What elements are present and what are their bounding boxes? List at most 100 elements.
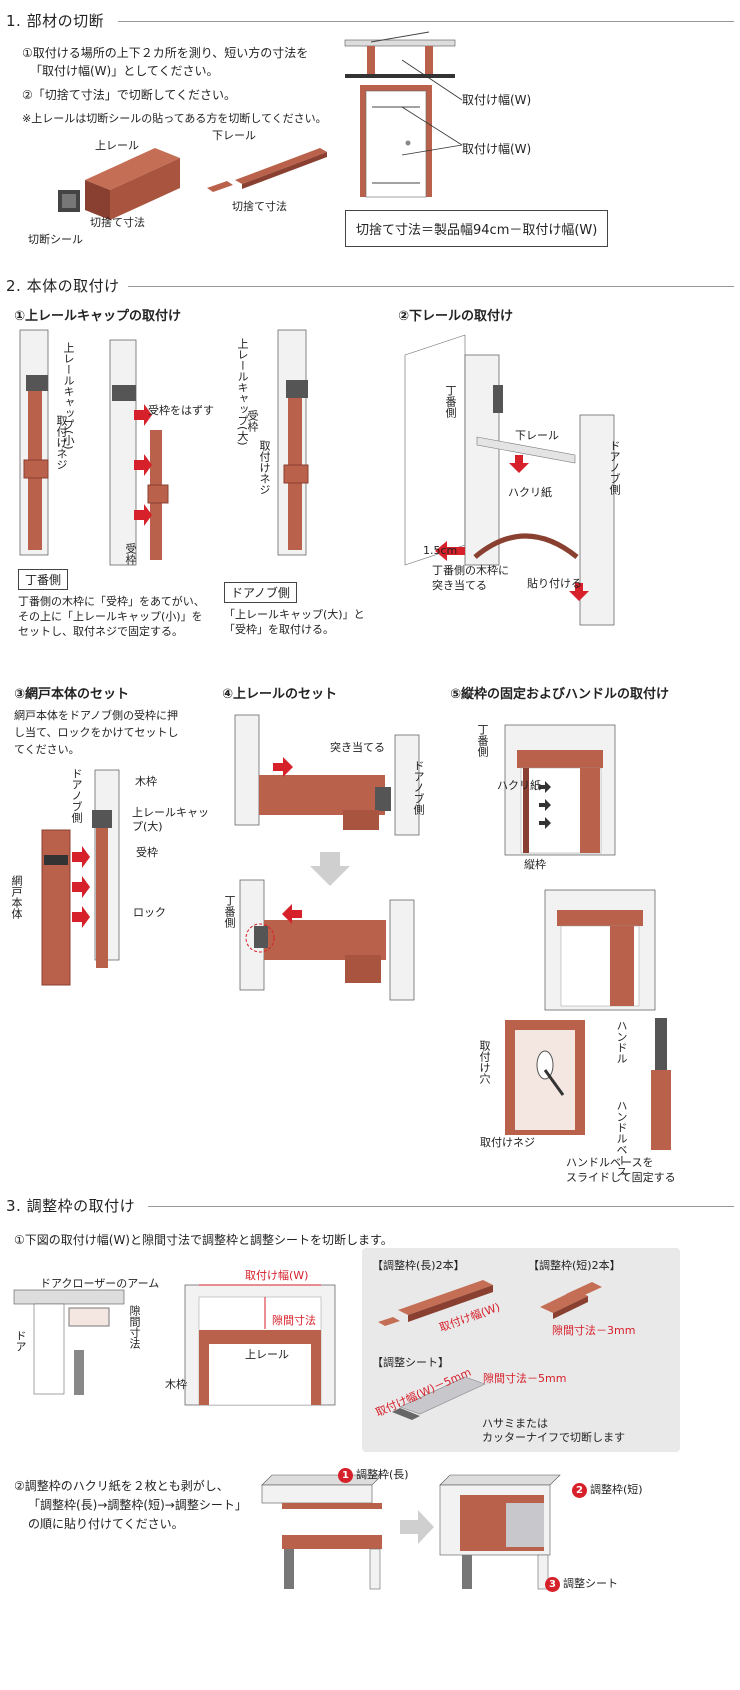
- knob-side-frame-illustration: [277, 329, 309, 556]
- knob-side-label: ドアノブ側: [224, 582, 297, 603]
- label-door: ドア: [14, 1330, 27, 1352]
- label-receiver: 受枠: [124, 543, 137, 565]
- section-divider: [118, 21, 734, 22]
- hinge-side-text-2: その上に「上レールキャップ(小)」を: [18, 610, 203, 623]
- label-s3-receiver: 受枠: [136, 846, 158, 859]
- step-arrow-right: [400, 1510, 434, 1544]
- label-screw: 取付けネジ: [55, 415, 68, 470]
- section-divider: [148, 1206, 734, 1207]
- sec1-step1-line2: 「取付け幅(W)」としてください。: [30, 64, 219, 78]
- upper-rail-set-illustration-1: [234, 714, 420, 836]
- label-cut-dim-b: 切捨て寸法: [232, 200, 287, 213]
- label-s5-note-2: スライドして固定する: [566, 1171, 676, 1184]
- adjust-sheet-illustration: [392, 1376, 486, 1420]
- label-s4-butt: 突き当てる: [330, 741, 385, 754]
- label-gap: 隙間寸法: [128, 1305, 141, 1349]
- sheet-title: 【調整シート】: [372, 1356, 449, 1369]
- sec2-step5-title: ⑤縦枠の固定およびハンドルの取付け: [450, 687, 670, 702]
- section3-title: 3. 調整枠の取付け: [6, 1197, 136, 1215]
- label-s2-lower-rail: 下レール: [515, 429, 559, 442]
- label-s2-peel: ハクリ紙: [508, 486, 552, 499]
- label-s3-wood: 木枠: [135, 775, 157, 788]
- label-cut-dim-a: 切捨て寸法: [90, 216, 145, 229]
- label-wood-frame: 木枠: [165, 1378, 187, 1391]
- scissors-note-1: ハサミまたは: [482, 1417, 548, 1430]
- hinge-side-text-1: 丁番側の木枠に「受枠」をあてがい、: [18, 595, 205, 608]
- remove-receiver-illustration: [109, 339, 169, 566]
- sec3-step2-line2: 「調整枠(長)→調整枠(短)→調整シート」: [28, 1498, 247, 1512]
- sec1-step1-line1: ①取付ける場所の上下２カ所を測り、短い方の寸法を: [22, 46, 309, 60]
- label-s3-knob: ドアノブ側: [70, 768, 83, 823]
- label-width-top: 取付け幅(W): [462, 93, 532, 107]
- frame-gap-illustration: [184, 1284, 336, 1406]
- section-divider: [128, 286, 734, 287]
- scissors-note-2: カッターナイフで切断します: [482, 1431, 625, 1444]
- short-frame-dim: 隙間寸法－3mm: [552, 1324, 636, 1337]
- label-width: 取付け幅(W): [245, 1269, 309, 1282]
- label-s5-tate: 縦枠: [524, 858, 546, 871]
- label-s3-lock: ロック: [133, 906, 166, 919]
- width-leader-lines: [401, 59, 463, 156]
- label-s3-body: 網戸本体: [10, 875, 23, 919]
- label-s4-hinge: 丁番側: [223, 895, 236, 928]
- lower-rail-install-illustration: [404, 334, 615, 626]
- door-frame-top-illustration: [344, 31, 456, 78]
- vertical-frame-illustration: [504, 724, 616, 856]
- long-frame-title: 【調整枠(長)2本】: [372, 1259, 465, 1272]
- label-cut-seal: 切断シール: [28, 233, 83, 246]
- label-upper-rail-s3: 上レール: [245, 1348, 289, 1361]
- section1-title: 1. 部材の切断: [6, 12, 105, 30]
- label-s5-note-1: ハンドルベースを: [566, 1156, 654, 1169]
- sec2-step1-title: ①上レールキャップの取付け: [14, 309, 182, 324]
- handle-install-illustration: [505, 889, 671, 1150]
- adjust-frame-after-illustration: [439, 1474, 561, 1590]
- section2-title: 2. 本体の取付け: [6, 277, 120, 295]
- label-width-mid: 取付け幅(W): [462, 142, 532, 156]
- door-closer-illustration: [13, 1289, 125, 1395]
- lower-rail-illustration: [207, 148, 327, 192]
- sec2-step3-title: ③網戸本体のセット: [14, 687, 130, 702]
- label-gap-2: 隙間寸法: [272, 1314, 316, 1327]
- label-s3-cap: 上レールキャップ(大): [132, 806, 209, 833]
- adjust-frame-before-illustration: [261, 1474, 383, 1590]
- label-s4-knob: ドアノブ側: [412, 760, 425, 815]
- sec3-step1: ①下図の取付け幅(W)と隙間寸法で調整枠と調整シートを切断します。: [14, 1233, 393, 1247]
- cut-formula: 切捨て寸法＝製品幅94cm－取付け幅(W): [345, 210, 609, 247]
- step4-down-arrow: [310, 852, 350, 886]
- short-frame-illustration: [540, 1282, 602, 1319]
- label-s5-screw: 取付けネジ: [480, 1136, 535, 1149]
- label-lower-rail: 下レール: [212, 129, 256, 142]
- sec3-step2-line1: ②調整枠のハクリ紙を２枚とも剥がし、: [14, 1479, 229, 1493]
- label-cap-large: 上レールキャップ(大): [236, 338, 249, 446]
- label-upper-rail: 上レール: [95, 139, 139, 152]
- label-s2-hinge: 丁番側: [444, 385, 457, 418]
- label-screw-2: 取付けネジ: [258, 440, 271, 495]
- label-s5-handle: ハンドル: [615, 1020, 628, 1064]
- hinge-side-frame-illustration: [19, 329, 49, 556]
- s3-text-3: てください。: [14, 743, 80, 756]
- label-cap-small: 上レールキャップ(小): [62, 342, 75, 450]
- screen-set-illustration: [41, 769, 120, 986]
- hinge-side-label: 丁番側: [18, 569, 69, 590]
- sec1-step2: ②「切捨て寸法」で切断してください。: [22, 88, 237, 102]
- sheet-gap-dim: 隙間寸法－5mm: [483, 1372, 567, 1385]
- door-illustration: [360, 85, 432, 198]
- label-s2-knob: ドアノブ側: [608, 440, 621, 495]
- sec3-step2-line3: の順に貼り付けてください。: [28, 1517, 184, 1531]
- hinge-side-text-3: セットし、取付ネジで固定する。: [18, 625, 183, 638]
- label-s5-hole: 取付け穴: [478, 1040, 491, 1084]
- label-s5-hinge: 丁番側: [476, 724, 489, 757]
- s3-text-2: し当て、ロックをかけてセットし: [14, 726, 179, 739]
- label-s2-distance: 1.5cm: [423, 544, 458, 557]
- knob-side-text-2: 「受枠」を取付ける。: [224, 623, 334, 636]
- sec2-step4-title: ④上レールのセット: [222, 687, 338, 702]
- upper-rail-set-illustration-2: [239, 879, 415, 1001]
- label-s2-stick: 貼り付ける: [527, 577, 582, 590]
- label-s5-peel: ハクリ紙: [497, 779, 541, 792]
- upper-rail-illustration: [58, 148, 180, 220]
- sec2-step2-title: ②下レールの取付け: [398, 309, 514, 324]
- long-frame-illustration: [378, 1280, 493, 1326]
